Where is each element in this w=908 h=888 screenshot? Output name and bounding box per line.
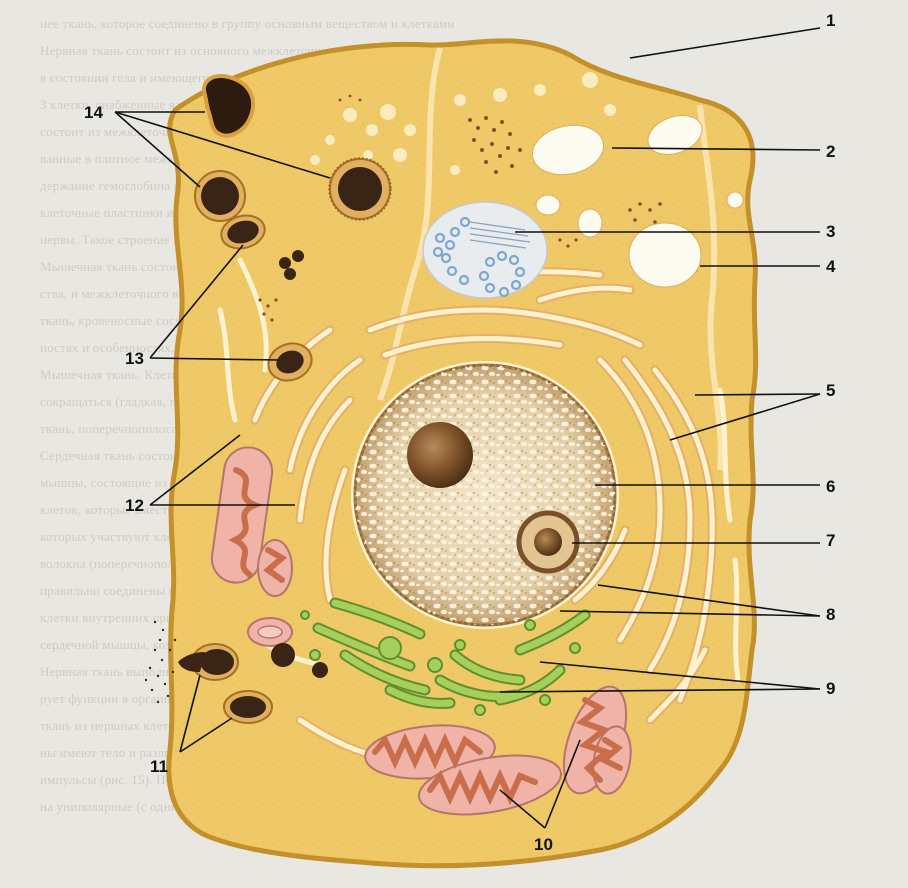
label-8: 8 [826,605,835,624]
label-13: 13 [125,349,144,368]
label-14: 14 [84,103,103,122]
centrosome [423,202,547,298]
label-4: 4 [826,257,836,276]
label-1: 1 [826,11,835,30]
nucleus [350,360,620,630]
label-10: 10 [534,835,553,854]
label-3: 3 [826,222,835,241]
label-5: 5 [826,381,835,400]
label-7: 7 [826,531,835,550]
label-2: 2 [826,142,835,161]
label-9: 9 [826,679,835,698]
label-11: 11 [150,757,168,776]
label-6: 6 [826,477,835,496]
label-12: 12 [125,496,144,515]
